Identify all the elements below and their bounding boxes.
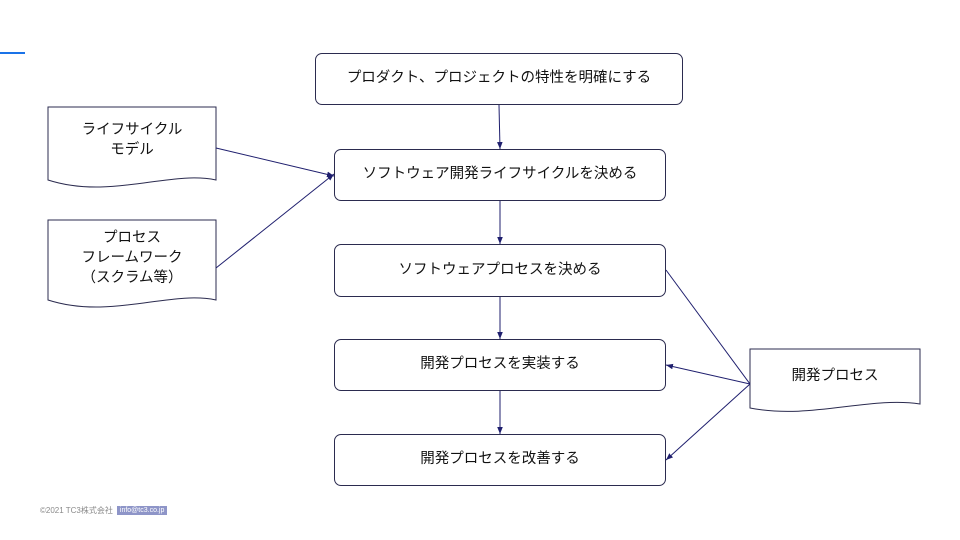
step-implement-dev-process: 開発プロセスを実装する [334,339,666,391]
step-decide-software-process: ソフトウェアプロセスを決める [334,244,666,297]
step-improve-dev-process-label: 開発プロセスを改善する [420,451,580,468]
arrow-lifecycle-model [215,147,335,178]
step-decide-lifecycle: ソフトウェア開発ライフサイクルを決める [334,149,666,201]
copyright-text: ©2021 TC3株式会社 [40,506,113,515]
lifecycle-model-doc-label: ライフサイクル モデル [81,122,183,158]
arrow-dev-process-implement [665,363,751,385]
step-improve-dev-process: 開発プロセスを改善する [334,434,666,486]
dev-process-doc-shape [749,348,921,412]
step-decide-software-process-label: ソフトウェアプロセスを決める [398,261,602,278]
footer: ©2021 TC3株式会社 info@tc3.co.jp [40,505,168,516]
accent-line [0,52,25,54]
step-define-characteristics: プロダクト、プロジェクトの特性を明確にする [315,53,683,105]
arrow-dev-process-improve [665,383,751,461]
email-link[interactable]: info@tc3.co.jp [116,506,168,515]
step-decide-lifecycle-label: ソフトウェア開発ライフサイクルを決める [362,166,638,183]
step-implement-dev-process-label: 開発プロセスを実装する [420,356,580,373]
arrow-process-framework [215,173,335,269]
lifecycle-model-doc-shape [47,106,217,188]
step-define-characteristics-label: プロダクト、プロジェクトの特性を明確にする [346,70,652,87]
process-framework-doc-label: プロセス フレームワーク （スクラム等） [81,230,183,286]
process-framework-doc-shape [47,219,217,308]
arrow-1-2 [497,104,503,150]
dev-process-doc-label: 開発プロセス [791,368,879,384]
arrow-to-dev-process [665,269,751,385]
